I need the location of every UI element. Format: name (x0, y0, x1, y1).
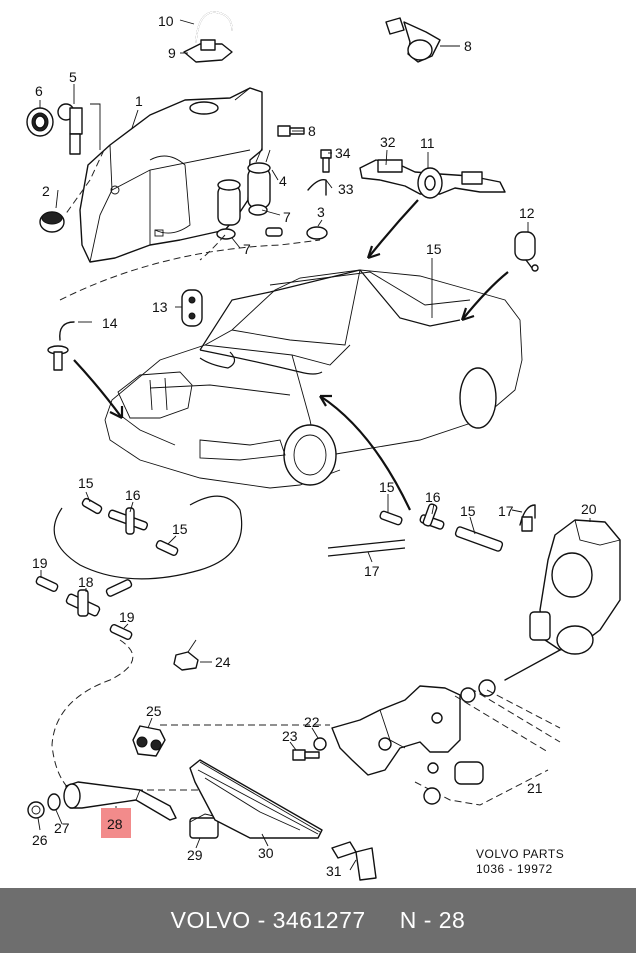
callout-24: 24 (215, 654, 231, 670)
callout-34: 34 (335, 145, 351, 161)
part-34-nozzle (320, 149, 332, 173)
footer-bar: VOLVO - 3461277 N - 28 (0, 888, 636, 953)
callout-14: 14 (102, 315, 118, 331)
callout-23: 23 (282, 728, 298, 744)
part-20-motor (504, 519, 621, 681)
connectors-18-19 (35, 576, 133, 640)
wiper-bracket (331, 679, 496, 776)
footer-n-prefix: N (399, 907, 417, 933)
callout-33: 33 (338, 181, 354, 197)
arrow-16-to-car (319, 395, 411, 511)
callout-12: 12 (519, 205, 535, 221)
callout-labels: 10 9 8 6 5 1 8 34 32 11 4 33 2 7 3 12 7 … (32, 13, 597, 879)
callout-31: 31 (326, 863, 342, 879)
part-7-grommet-b (216, 228, 236, 240)
part-12-valve (514, 231, 539, 272)
callout-7-b: 7 (243, 241, 251, 257)
leader-lines (37, 19, 591, 871)
callout-9: 9 (168, 45, 176, 61)
callout-16-left: 16 (125, 487, 141, 503)
callout-13: 13 (152, 299, 168, 315)
callout-11: 11 (420, 135, 435, 151)
reference-line-2: 1036 - 19972 (476, 862, 553, 876)
part-3-grommet (306, 226, 328, 240)
callout-15-left-b: 15 (172, 521, 188, 537)
car-outline (104, 269, 523, 489)
part-27-washer (47, 793, 61, 811)
callout-15-center-b: 15 (460, 503, 476, 519)
part-4-pumps (217, 147, 271, 226)
hose-set-left (53, 495, 243, 580)
callout-17-right: 17 (498, 503, 514, 519)
part-28-wiper-arm (63, 781, 177, 821)
callout-7-a: 7 (283, 209, 291, 225)
part-22-washer (313, 737, 327, 751)
callout-21: 21 (527, 780, 543, 796)
arrow-12-to-car (461, 271, 509, 321)
arrow-nozzle-to-car (367, 199, 419, 259)
callout-16-center: 16 (425, 489, 441, 505)
part-25-linkage (132, 725, 166, 757)
callout-19-a: 19 (32, 555, 48, 571)
footer-part-number: 3461277 (272, 907, 366, 933)
callout-4: 4 (279, 173, 287, 189)
parts-diagram: 10 9 8 6 5 1 8 34 32 11 4 33 2 7 3 12 7 … (26, 11, 621, 881)
callout-27: 27 (54, 820, 70, 836)
callout-15-left-a: 15 (78, 475, 94, 491)
part-24-clip (173, 639, 199, 671)
callout-26: 26 (32, 832, 48, 848)
part-7-grommet-a (248, 204, 268, 216)
callout-10: 10 (158, 13, 174, 29)
callout-30: 30 (258, 845, 274, 861)
callout-28: 28 (107, 816, 123, 832)
part-9-cap (183, 39, 233, 63)
part-8-connector (385, 17, 441, 63)
callout-18: 18 (78, 574, 94, 590)
callout-20: 20 (581, 501, 597, 517)
callout-15-top: 15 (426, 241, 442, 257)
callout-17-bottom: 17 (364, 563, 380, 579)
highlight-part-28 (101, 808, 131, 838)
part-21-bushings (423, 761, 484, 805)
callout-19-b: 19 (119, 609, 135, 625)
part-13-clip (181, 289, 203, 327)
footer-dash-2: - (423, 907, 432, 933)
part-33-hose (307, 179, 327, 196)
part-23-screw (292, 749, 320, 761)
part-31-clip (331, 841, 377, 881)
callout-29: 29 (187, 847, 203, 863)
callout-2: 2 (42, 183, 50, 199)
callout-1: 1 (135, 93, 143, 109)
footer-dash-1: - (257, 907, 266, 933)
washer-reservoir (79, 87, 263, 263)
part-5-sensor (57, 103, 83, 155)
part-6-grommet (26, 107, 54, 137)
callout-8-mid: 8 (308, 123, 316, 139)
part-11-nozzle-assembly (359, 159, 506, 199)
callout-22: 22 (304, 714, 320, 730)
callout-32: 32 (380, 134, 396, 150)
part-2-cap (39, 211, 65, 233)
callout-25: 25 (146, 703, 162, 719)
callout-15-center-a: 15 (379, 479, 395, 495)
part-26-nut (27, 801, 45, 819)
callout-6: 6 (35, 83, 43, 99)
part-14-hose (47, 321, 75, 371)
footer-brand: VOLVO (170, 907, 251, 933)
part-30-wiper-blade (189, 759, 323, 839)
callout-5: 5 (69, 69, 77, 85)
arrow-14-to-car (73, 359, 123, 419)
reference-line-1: VOLVO PARTS (476, 847, 564, 861)
footer-n-value: 28 (438, 907, 466, 933)
callout-3: 3 (317, 204, 325, 220)
callout-8-top: 8 (464, 38, 472, 54)
